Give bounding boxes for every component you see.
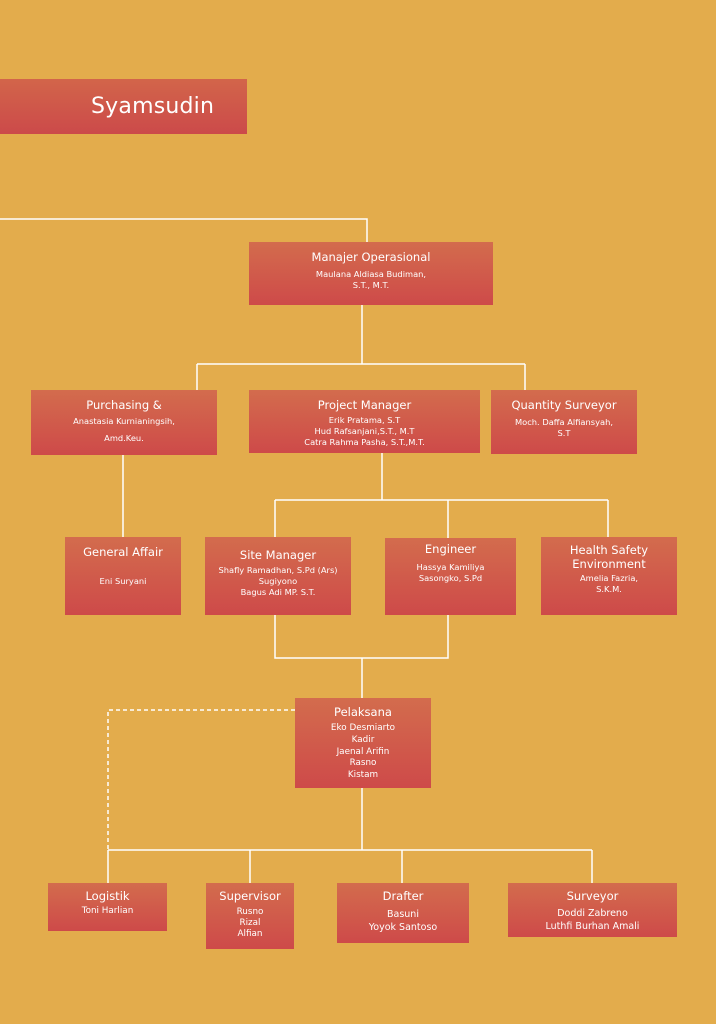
purchasing-title: Purchasing & xyxy=(86,398,162,412)
engineer-title: Engineer xyxy=(424,542,477,556)
quantity-surveyor-title: Quantity Surveyor xyxy=(511,398,617,412)
site-manager-title: Site Manager xyxy=(239,548,317,562)
box-supervisor: Supervisor Rusno Rizal Alfian xyxy=(206,883,294,949)
box-logistik: Logistik Toni Harlian xyxy=(48,883,167,931)
general-affair-title: General Affair xyxy=(83,545,163,559)
supervisor-names: Rusno Rizal Alfian xyxy=(236,907,264,939)
box-pelaksana: Pelaksana Eko Desmiarto Kadir Jaenal Ari… xyxy=(295,698,431,788)
engineer-names: Hassya Kamiliya Sasongko, S.Pd xyxy=(416,562,485,583)
logistik-title: Logistik xyxy=(85,889,130,903)
hse-title: Health Safety Environment xyxy=(569,543,649,571)
box-hse: Health Safety Environment Amelia Fazria,… xyxy=(541,537,677,615)
drafter-names: Basuni Yoyok Santoso xyxy=(368,909,438,933)
pelaksana-names: Eko Desmiarto Kadir Jaenal Arifin Rasno … xyxy=(330,723,396,781)
box-manajer-operasional: Manajer Operasional Maulana Aldiasa Budi… xyxy=(249,242,493,305)
hse-names: Amelia Fazria, S.K.M. xyxy=(579,573,639,594)
box-site-manager: Site Manager Shafly Ramadhan, S.Pd (Ars)… xyxy=(205,537,351,615)
connector-top xyxy=(0,218,368,242)
drafter-title: Drafter xyxy=(382,889,424,903)
manajer-operasional-names: Maulana Aldiasa Budiman, S.T., M.T. xyxy=(315,269,427,290)
site-manager-names: Shafly Ramadhan, S.Pd (Ars) Sugiyono Bag… xyxy=(218,565,338,597)
box-project-manager: Project Manager Erik Pratama, S.T Hud Ra… xyxy=(249,390,480,453)
surveyor-title: Surveyor xyxy=(566,889,619,903)
box-surveyor: Surveyor Doddi Zabreno Luthfi Burhan Ama… xyxy=(508,883,677,937)
project-manager-names: Erik Pratama, S.T Hud Rafsanjani,S.T., M… xyxy=(304,415,425,447)
supervisor-title: Supervisor xyxy=(219,889,281,903)
purchasing-names: Anastasia Kurnianingsih, Amd.Keu. xyxy=(73,416,175,443)
project-manager-title: Project Manager xyxy=(317,398,412,412)
connector-site-engineer-join xyxy=(274,615,449,659)
box-engineer: Engineer Hassya Kamiliya Sasongko, S.Pd xyxy=(385,538,516,615)
box-purchasing: Purchasing & Anastasia Kurnianingsih, Am… xyxy=(31,390,217,455)
general-affair-names: Eni Suryani xyxy=(99,576,147,586)
manajer-operasional-title: Manajer Operasional xyxy=(311,250,431,264)
surveyor-names: Doddi Zabreno Luthfi Burhan Amali xyxy=(545,908,640,932)
logistik-names: Toni Harlian xyxy=(81,906,134,916)
banner-name: Syamsudin xyxy=(91,94,215,119)
box-quantity-surveyor: Quantity Surveyor Moch. Daffa Alfiansyah… xyxy=(491,390,637,454)
box-drafter: Drafter Basuni Yoyok Santoso xyxy=(337,883,469,943)
pelaksana-title: Pelaksana xyxy=(334,705,392,719)
quantity-surveyor-names: Moch. Daffa Alfiansyah, S.T xyxy=(514,417,613,438)
connector-dashed xyxy=(107,709,295,850)
box-general-affair: General Affair Eni Suryani xyxy=(65,537,181,615)
name-banner: Syamsudin xyxy=(0,79,247,134)
